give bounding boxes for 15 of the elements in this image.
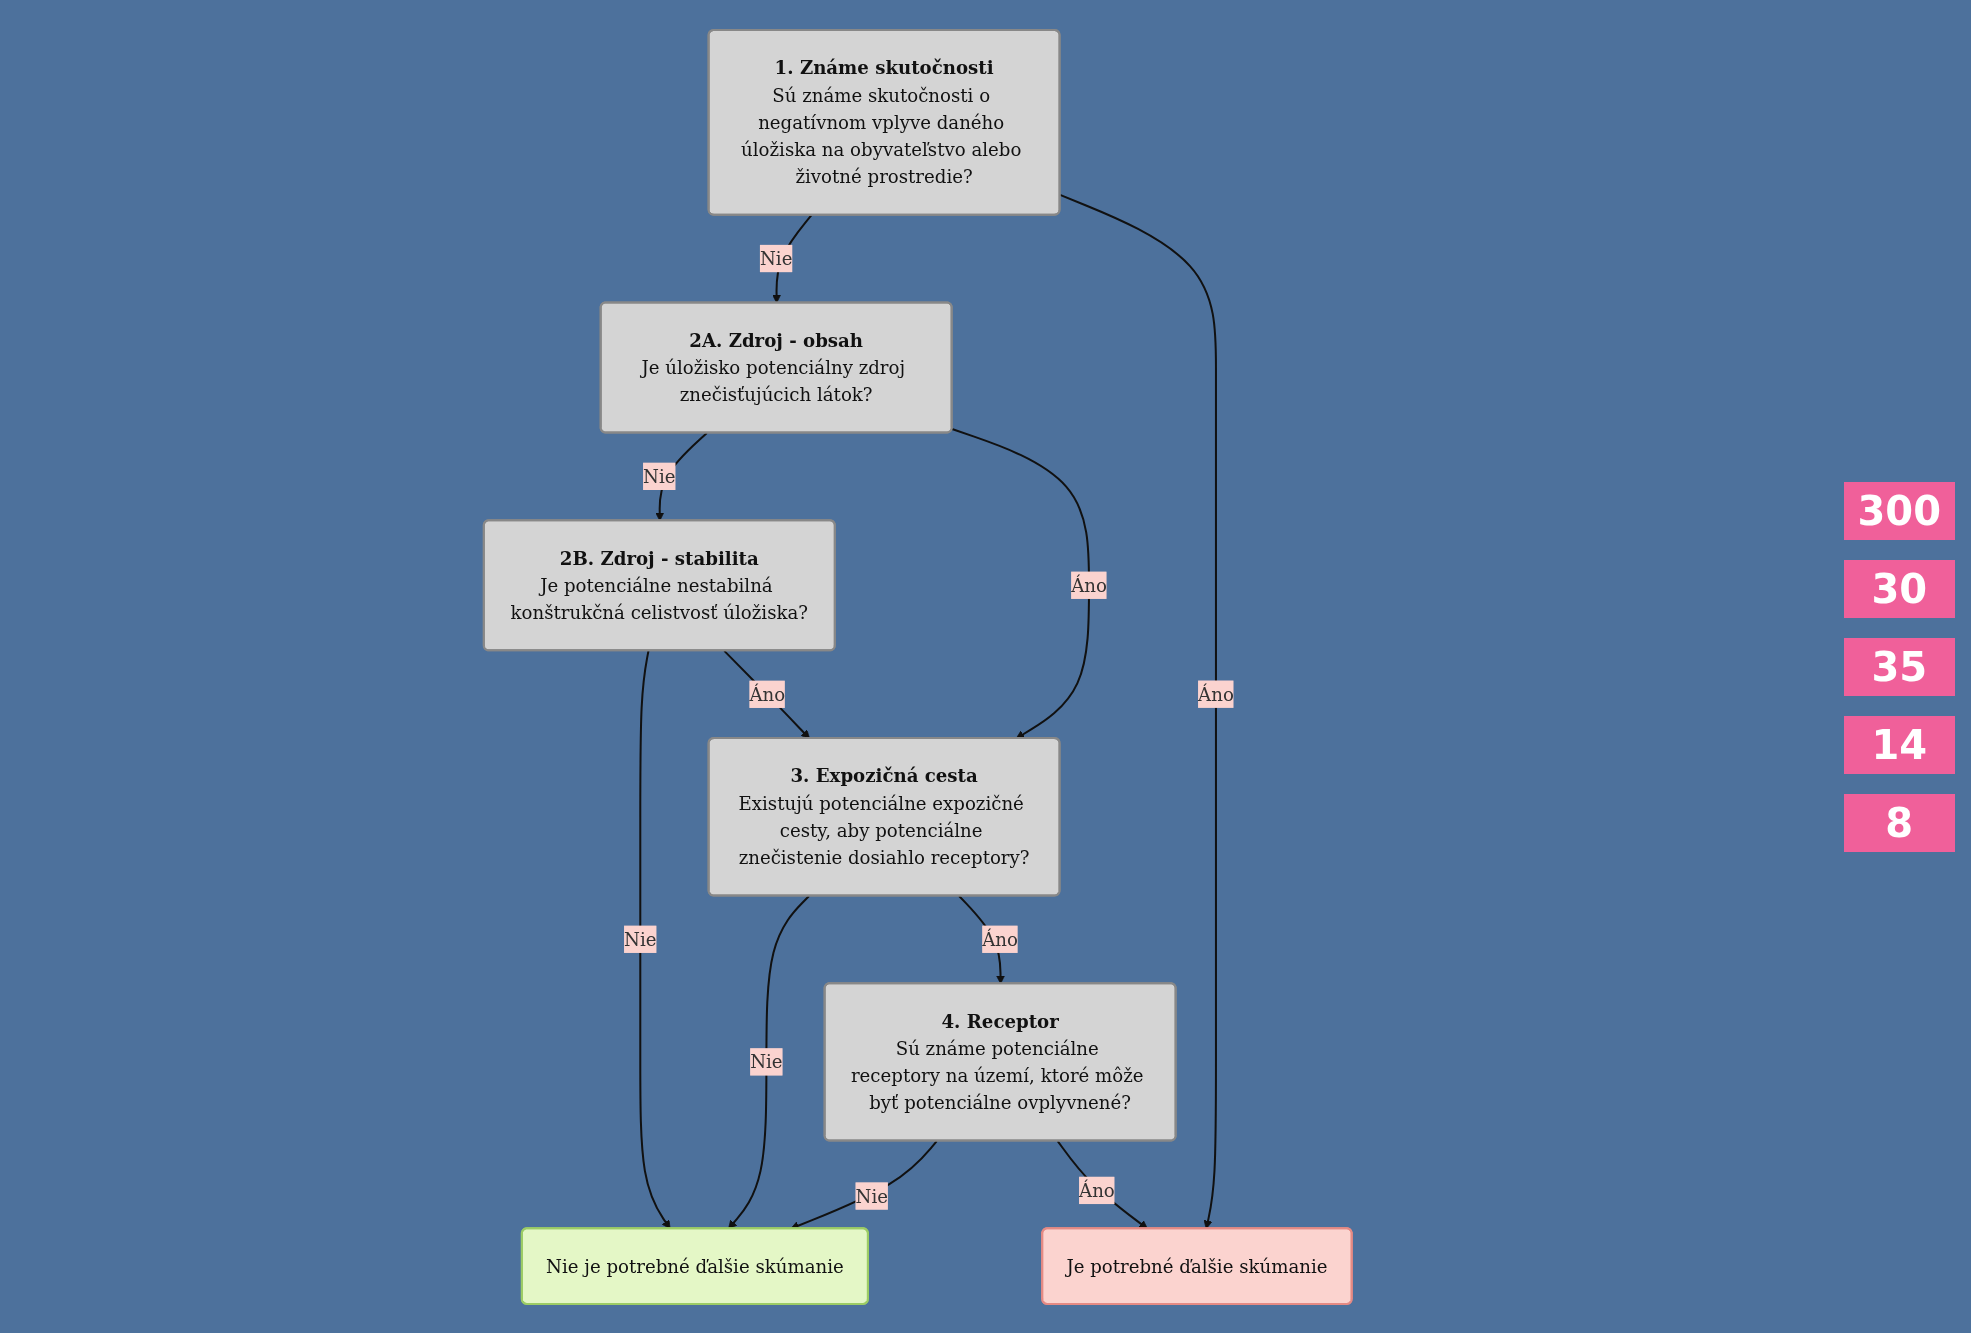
number-badge: 14 [1843,715,1955,774]
edge-label: Áno [1071,574,1107,596]
edge-label: Nie [624,928,657,950]
number-badge: 8 [1843,793,1955,852]
edge-label: Áno [1079,1179,1115,1201]
number-badge: 30 [1843,559,1955,618]
number-badge: 300 [1843,481,1955,540]
number-badge: 35 [1843,637,1955,696]
edge-label: Áno [1198,683,1234,705]
edge-label: Nie [750,1050,783,1072]
edge-label: Áno [749,683,786,705]
edge-label: Nie [643,465,676,487]
edge-label: Nie [759,247,793,269]
edge-label: Nie [855,1184,889,1207]
edge-label: Áno [982,928,1018,950]
